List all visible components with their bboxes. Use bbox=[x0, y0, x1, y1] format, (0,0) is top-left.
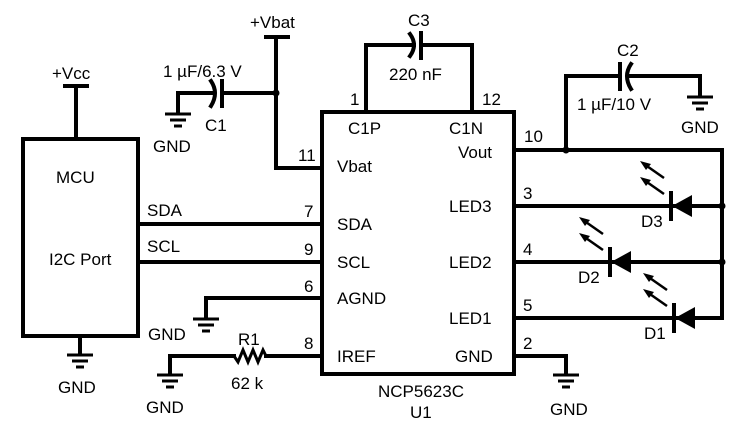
pin-num-6: 6 bbox=[304, 277, 313, 296]
d3-led: D3 bbox=[512, 159, 724, 231]
ic-box bbox=[320, 110, 516, 376]
pin-name-c1p: C1P bbox=[348, 119, 381, 138]
pin-name-led3: LED3 bbox=[449, 197, 492, 216]
d1-light-arrows-icon bbox=[641, 271, 669, 308]
r1-zigzag bbox=[232, 346, 268, 366]
d2-ref: D2 bbox=[578, 268, 600, 287]
ic-ground-icon bbox=[551, 373, 581, 389]
pin-num-10: 10 bbox=[524, 127, 543, 146]
d1-triangle bbox=[675, 307, 695, 329]
r1-gnd-label: GND bbox=[146, 398, 184, 417]
c3-ref: C3 bbox=[408, 11, 430, 30]
vbat-wire bbox=[274, 35, 324, 170]
ic-gnd-wire bbox=[512, 354, 568, 375]
vcc-label: +Vcc bbox=[52, 64, 91, 83]
pin-name-scl: SCL bbox=[337, 253, 370, 272]
pin-num-9: 9 bbox=[304, 240, 313, 259]
scl-net-label: SCL bbox=[147, 237, 180, 256]
c1-ground-icon bbox=[163, 112, 193, 128]
pin-name-c1n: C1N bbox=[449, 119, 483, 138]
c2-capacitor: C2 1 µF/10 V GND bbox=[564, 41, 719, 152]
c1-gnd-label: GND bbox=[153, 137, 191, 156]
mcu-block: MCU I2C Port +Vcc GND bbox=[21, 64, 140, 397]
c3-capacitor: C3 220 nF bbox=[364, 11, 474, 114]
r1-value: 62 k bbox=[231, 374, 264, 393]
mcu-ground-icon bbox=[65, 353, 95, 369]
c2-gnd-label: GND bbox=[681, 118, 719, 137]
pin-num-5: 5 bbox=[523, 296, 532, 315]
r1-resistor: R1 62 k GND bbox=[146, 330, 324, 417]
d3-triangle bbox=[672, 195, 692, 217]
c2-ground-icon bbox=[685, 95, 715, 111]
d3-light-arrows-icon bbox=[638, 159, 666, 196]
pin-name-agnd: AGND bbox=[337, 289, 386, 308]
pin-name-vbat: Vbat bbox=[337, 157, 372, 176]
agnd-wire bbox=[204, 296, 324, 320]
d2-triangle bbox=[611, 251, 631, 273]
vbat-label: +Vbat bbox=[250, 13, 295, 32]
c1-capacitor: 1 µF/6.3 V C1 GND bbox=[153, 62, 278, 156]
c2-value: 1 µF/10 V bbox=[577, 95, 652, 114]
mcu-port-label: I2C Port bbox=[49, 250, 112, 269]
ic-gnd-label: GND bbox=[550, 400, 588, 419]
c3-curved-plate bbox=[407, 31, 416, 59]
c3-value: 220 nF bbox=[389, 65, 442, 84]
d1-ref: D1 bbox=[644, 324, 666, 343]
mcu-gnd-label: GND bbox=[58, 378, 96, 397]
agnd-ground-icon bbox=[191, 317, 221, 333]
pin-num-2: 2 bbox=[523, 334, 532, 353]
c2-ref: C2 bbox=[617, 41, 639, 60]
pin-name-sda: SDA bbox=[337, 215, 373, 234]
d2-light-arrows-icon bbox=[577, 215, 605, 252]
pin-num-4: 4 bbox=[523, 240, 532, 259]
r1-ref: R1 bbox=[238, 330, 260, 349]
sda-net-label: SDA bbox=[147, 201, 183, 220]
ic-part: NCP5623C bbox=[378, 382, 464, 401]
d1-led: D1 bbox=[512, 271, 724, 343]
pin-num-3: 3 bbox=[523, 184, 532, 203]
d2-led: D2 bbox=[512, 215, 724, 287]
pin-name-led2: LED2 bbox=[449, 253, 492, 272]
c1-ref: C1 bbox=[205, 116, 227, 135]
pin-name-gnd: GND bbox=[455, 347, 493, 366]
mcu-title: MCU bbox=[56, 168, 95, 187]
pin-name-led1: LED1 bbox=[449, 309, 492, 328]
d3-ref: D3 bbox=[641, 212, 663, 231]
pin-num-7: 7 bbox=[304, 202, 313, 221]
r1-ground-icon bbox=[155, 373, 185, 389]
pin-name-iref: IREF bbox=[337, 347, 376, 366]
pin-num-11: 11 bbox=[298, 146, 316, 165]
ic-ncp5623c: NCP5623C U1 C1P Vbat SDA SCL AGND IREF C… bbox=[298, 90, 543, 422]
pin-num-8: 8 bbox=[304, 334, 313, 353]
c1-curved-plate bbox=[208, 78, 217, 109]
ic-ref: U1 bbox=[410, 403, 432, 422]
pin-num-12: 12 bbox=[482, 90, 501, 109]
pin-name-vout: Vout bbox=[458, 143, 492, 162]
agnd-gnd-label: GND bbox=[148, 325, 186, 344]
c1-value: 1 µF/6.3 V bbox=[163, 62, 242, 81]
pin-num-1: 1 bbox=[350, 90, 359, 109]
